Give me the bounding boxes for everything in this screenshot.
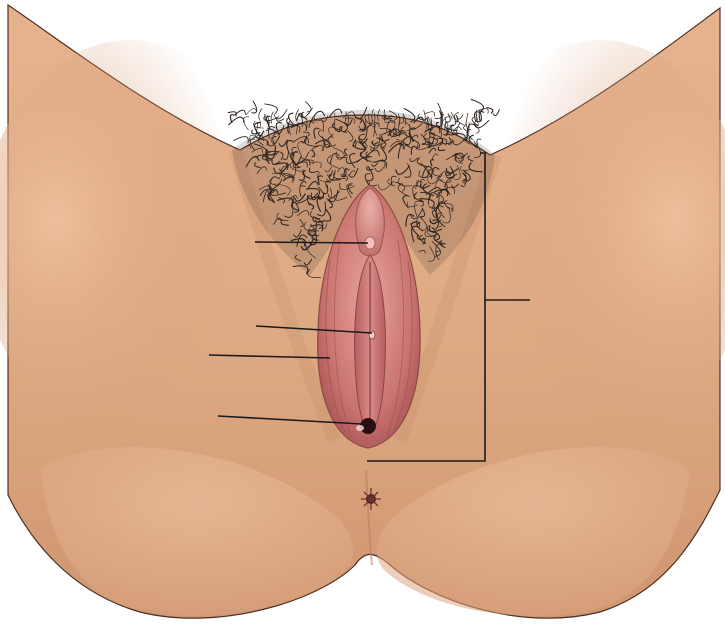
leader-line-clitoris: [255, 242, 368, 243]
vaginal-opening-highlight: [356, 425, 364, 431]
